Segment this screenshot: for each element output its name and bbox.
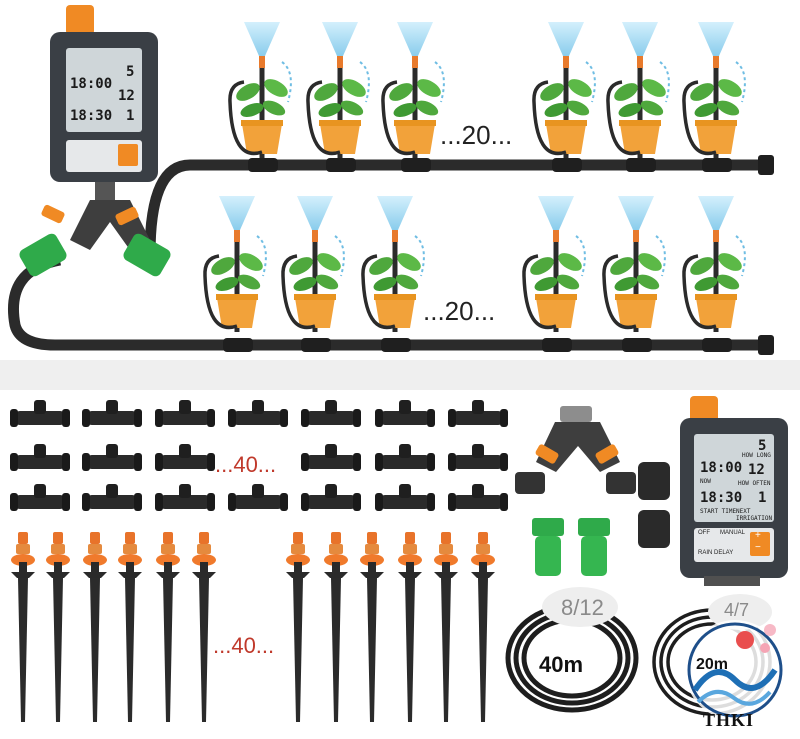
tube-small-length: 20m — [696, 656, 729, 673]
timer-kit-howlong-label: HOW LONG — [742, 452, 771, 459]
timer-kit-time: 18:00 — [700, 460, 743, 476]
y-splitter-kit — [515, 406, 636, 494]
section-divider — [0, 360, 800, 390]
timer-kit-next-label: NEXT IRRIGATION — [736, 508, 773, 522]
timer-top-next: 1 — [126, 108, 135, 124]
tube-small-size: 4/7 — [724, 600, 750, 620]
row2-count: ...20... — [423, 296, 496, 326]
timer-kit-manual-label: MANUAL — [720, 530, 746, 536]
timer-kit-rain-label: RAIN DELAY — [698, 550, 734, 556]
brand-watermark: THKI — [703, 710, 755, 730]
timer-top-howoften: 12 — [118, 88, 135, 104]
timer-kit — [680, 396, 788, 586]
timer-kit-next: 1 — [758, 490, 767, 506]
timer-kit-lcd: 18:00 HOW LONG 5 12 HOW OFTEN NOW 18:30 … — [696, 436, 773, 522]
system-diagram-svg — [8, 5, 774, 355]
tube-main-length: 40m — [539, 652, 584, 677]
timer-kit-start: 18:30 — [700, 490, 743, 506]
timer-top-howlong: 5 — [126, 64, 135, 80]
timer-kit-minus: − — [755, 542, 761, 553]
timer-kit-howoften: 12 — [748, 462, 765, 478]
tube-main-size: 8/12 — [561, 595, 604, 620]
timer-kit-plus: + — [755, 530, 761, 541]
kit-contents-svg — [10, 396, 788, 722]
end-plugs — [638, 462, 670, 548]
drippers — [11, 532, 495, 722]
timer-kit-now-label: NOW — [700, 478, 711, 485]
timer-kit-off-label: OFF — [698, 530, 710, 536]
timer-top — [50, 5, 158, 182]
timer-top-start: 18:30 — [70, 108, 113, 124]
timer-kit-howoften-label: HOW OFTEN — [738, 480, 771, 487]
timer-top-lcd: 18:00 5 12 18:30 1 — [68, 50, 140, 130]
bubble-main — [542, 587, 618, 627]
y-splitter-top — [19, 180, 171, 277]
dripper-count: ...40... — [213, 633, 275, 658]
timer-kit-howlong: 5 — [758, 438, 767, 454]
row1-count: ...20... — [440, 120, 513, 150]
timer-kit-start-label: START TIME — [700, 508, 737, 515]
timer-top-time: 18:00 — [70, 76, 113, 92]
system-diagram: ...20... ...20... 18:00 5 12 18:30 1 — [0, 0, 800, 360]
connector-count: ...40... — [215, 452, 277, 477]
kit-contents: ...40... ...40... 8/12 40m 4/7 20m THKI … — [0, 390, 800, 734]
watermark-logo — [685, 620, 785, 720]
bubble-small — [708, 594, 772, 630]
green-adapters — [532, 518, 610, 576]
